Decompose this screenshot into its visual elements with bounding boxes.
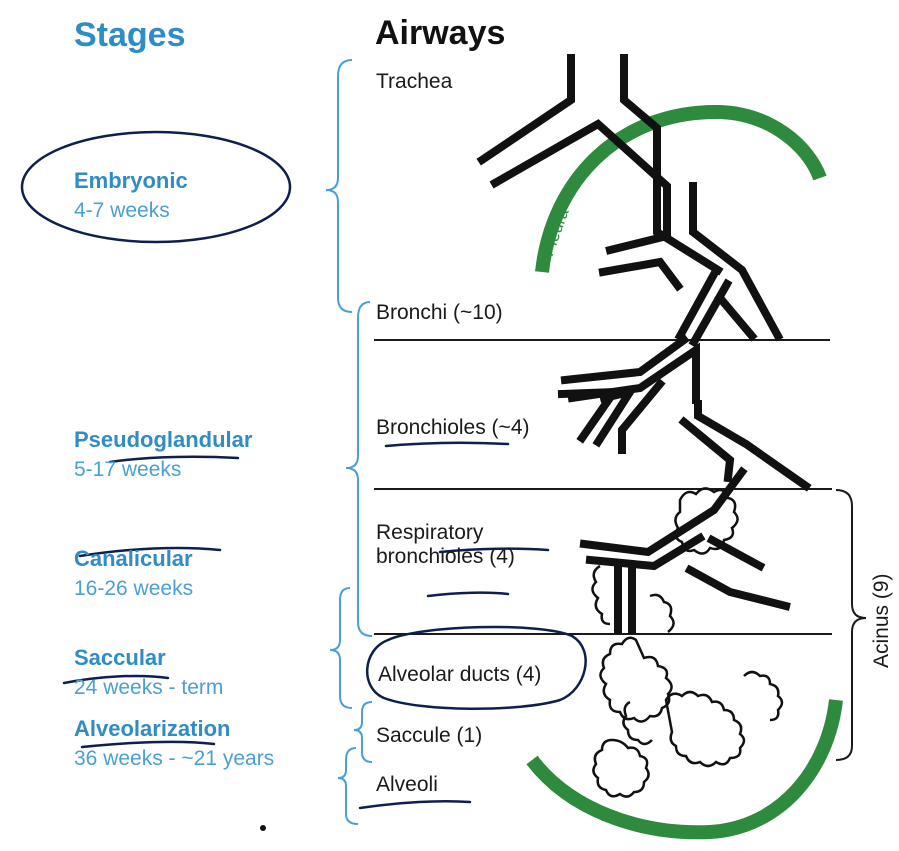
alveolar-clusters	[591, 487, 784, 798]
level-dividers	[374, 339, 832, 635]
stage-pseudoglandular-time: 5-17 weeks	[74, 458, 182, 481]
saccule-right-chain-2	[743, 670, 784, 722]
alveoli-bottom-left-2	[622, 700, 653, 746]
alveoli-bottom-left	[592, 738, 650, 798]
brace-pseudoglandular	[345, 301, 373, 637]
saccule-right-chain	[664, 690, 746, 768]
trachea-left-wall	[476, 54, 575, 166]
underline-pseudoglandular	[108, 455, 240, 464]
resp-bronchiole-1	[579, 466, 748, 557]
underline-alveoli	[358, 800, 472, 810]
stage-canalicular-name: Canalicular	[74, 546, 193, 571]
stages-heading: Stages	[74, 16, 186, 54]
stray-dot	[260, 825, 266, 831]
airway-saccule: Saccule (1)	[376, 724, 483, 747]
pleura-arc-top	[535, 104, 827, 273]
brace-acinus	[835, 489, 867, 761]
circle-embryonic	[20, 130, 292, 244]
underline-canalicular	[78, 546, 222, 558]
bronchus-right-outer	[689, 182, 784, 342]
stage-saccular-time: 24 weeks - term	[74, 676, 224, 699]
acinus-label: Acinus (9)	[870, 573, 893, 668]
airway-trachea: Trachea	[376, 70, 453, 93]
stage-alveolarization-time: 36 weeks - ~21 years	[74, 747, 275, 770]
bronchiole-stem-down	[694, 400, 812, 492]
brace-embryonic	[325, 59, 353, 313]
airway-tree	[476, 54, 812, 634]
airway-alveoli: Alveoli	[376, 773, 438, 796]
bronchiole-stem-down-2	[678, 416, 735, 483]
bronchiole-branch-c	[618, 378, 666, 454]
resp-bronchiole-3	[684, 564, 791, 611]
acinus-scallops-mid	[591, 564, 675, 633]
bronchus-right-inner	[714, 292, 758, 342]
bronchiole-left-1	[560, 334, 690, 385]
bronchus-center-stem-2	[688, 278, 733, 348]
stage-embryonic-name: Embryonic	[74, 168, 188, 193]
pleura-arc-bottom	[526, 699, 843, 840]
airway-alveolar-ducts: Alveolar ducts (4)	[378, 663, 542, 686]
brace-alveolarization-upper	[353, 701, 373, 763]
underline-resp-bronchioles	[438, 547, 550, 554]
stage-pseudoglandular-name: Pseudoglandular	[74, 427, 253, 452]
underline-alveolarization	[80, 740, 216, 749]
stage-canalicular-time: 16-26 weeks	[74, 577, 194, 600]
strike-saccular	[62, 674, 170, 685]
bronchus-mid	[598, 257, 684, 292]
stage-saccular-name: Saccular	[74, 645, 166, 670]
bronchus-left-lower	[489, 119, 671, 255]
trachea-right-wall	[620, 54, 724, 276]
airway-bronchioles: Bronchioles (~4)	[376, 416, 530, 439]
stage-embryonic-time: 4-7 weeks	[74, 199, 170, 222]
airway-respiratory-bronchioles: Respiratory bronchioles (4)	[376, 521, 515, 569]
brace-alveolarization-lower	[337, 747, 359, 825]
airway-bronchi: Bronchi (~10)	[376, 301, 503, 324]
duct-scallops	[599, 636, 673, 723]
pleura-arcs	[526, 104, 843, 840]
brace-saccular	[329, 587, 353, 709]
stage-alveolarization-name: Alveolarization	[74, 716, 231, 741]
airways-heading: Airways	[375, 14, 506, 52]
underline-bronchioles	[384, 441, 510, 448]
acinus-scallops-upper	[674, 487, 739, 555]
resp-bronchiole-6	[706, 534, 766, 572]
bronchiole-branch-b	[592, 385, 639, 448]
underline-resp-bronchioles-2	[426, 591, 510, 598]
bronchus-center-stem	[674, 270, 719, 342]
circle-alveolar-ducts	[366, 625, 587, 710]
handwritten-annotations	[20, 130, 587, 810]
stage-braces	[325, 59, 373, 825]
